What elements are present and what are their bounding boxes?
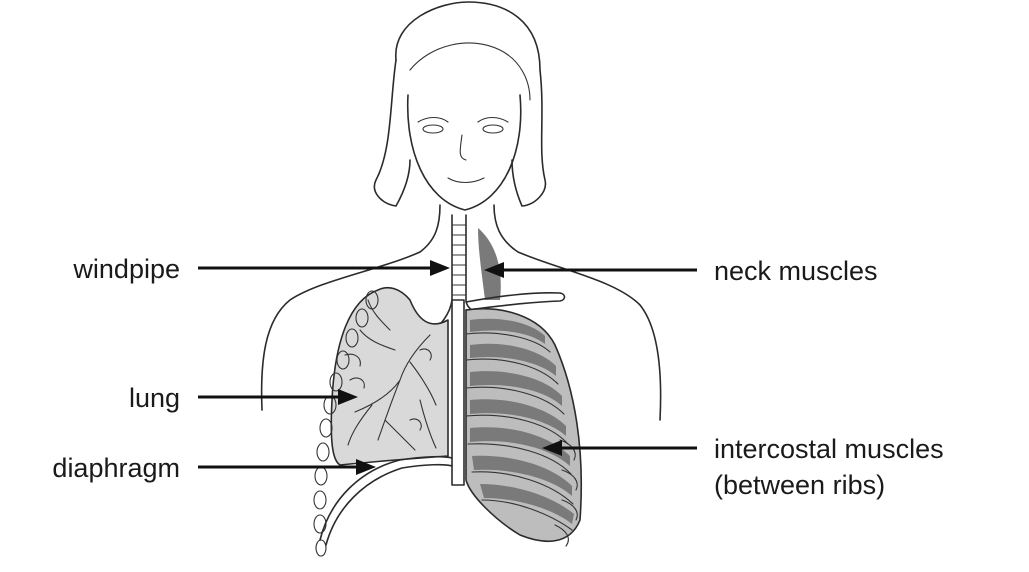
face-outline <box>408 95 521 210</box>
ribcage-right <box>466 309 581 546</box>
hair-right <box>396 2 546 206</box>
hair-fringe <box>410 43 530 100</box>
label-windpipe: windpipe <box>72 254 180 284</box>
human-figure-illustration <box>262 2 661 556</box>
hair-left <box>374 60 410 206</box>
label-diaphragm: diaphragm <box>52 453 180 483</box>
clavicle <box>466 293 565 310</box>
mouth <box>448 178 484 183</box>
sternum <box>452 300 464 485</box>
windpipe-arrow <box>198 260 450 276</box>
diaphragm-muscle <box>320 457 452 540</box>
neck-muscles-arrow <box>484 262 697 278</box>
right-eye <box>483 125 503 133</box>
label-lung: lung <box>129 383 180 413</box>
neck-muscle-shading <box>478 228 501 300</box>
nose <box>460 135 466 160</box>
diaphragm-muscle-inner <box>326 465 452 545</box>
label-intercostal-muscles: intercostal muscles <box>714 434 944 464</box>
label-between-ribs: (between ribs) <box>714 470 885 500</box>
left-eye <box>423 125 443 133</box>
lung-cutaway <box>331 288 448 465</box>
label-neck-muscles: neck muscles <box>714 256 878 286</box>
